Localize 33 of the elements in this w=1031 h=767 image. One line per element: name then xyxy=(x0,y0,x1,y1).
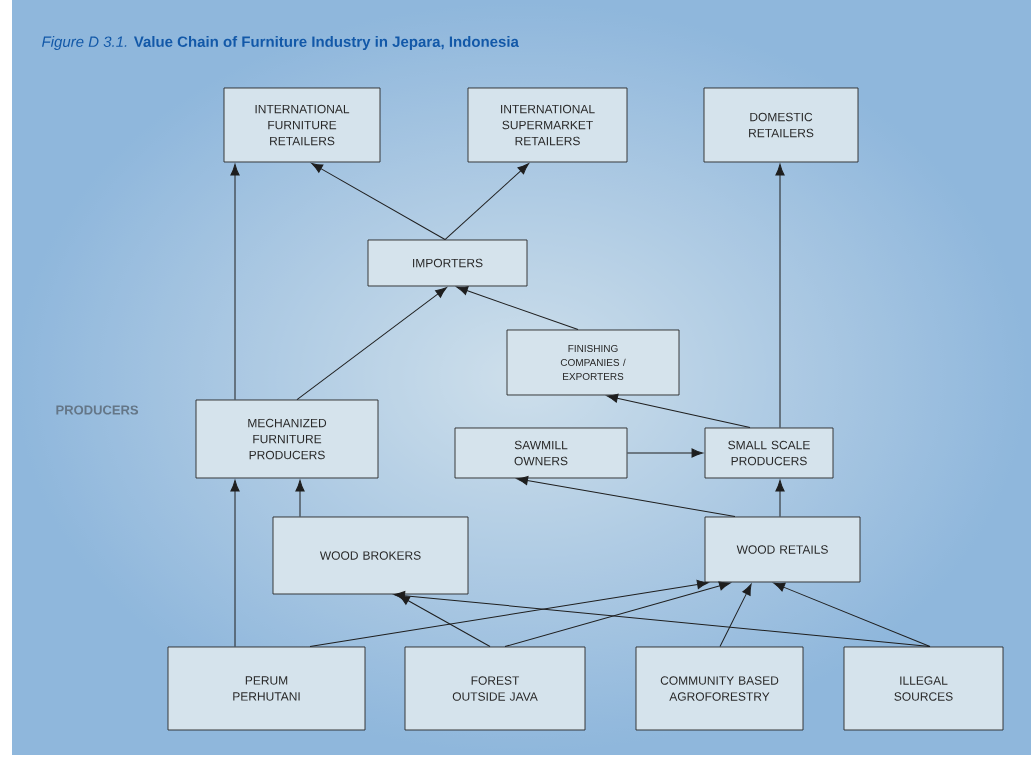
arrow xyxy=(775,479,785,518)
arrow xyxy=(444,163,529,241)
arrow xyxy=(393,591,931,648)
arrow xyxy=(311,162,446,241)
process-box: SAWMILL OWNERS xyxy=(454,427,628,479)
arrow xyxy=(504,581,731,648)
process-box: WOOD RETAILS xyxy=(704,516,861,583)
arrow xyxy=(230,479,240,648)
process-box: FINISHING COMPANIES / EXPORTERS xyxy=(506,329,680,396)
process-box: MECHANIZED FURNITURE PRODUCERS xyxy=(195,399,379,479)
arrow xyxy=(296,287,447,401)
arrow xyxy=(719,583,752,648)
arrow xyxy=(775,163,785,429)
process-box: DOMESTIC RETAILERS xyxy=(703,87,859,163)
arrow xyxy=(230,163,240,401)
process-box: FOREST OUTSIDE JAVA xyxy=(404,646,586,731)
arrow xyxy=(295,479,305,518)
arrow xyxy=(456,286,579,331)
arrow xyxy=(626,448,704,458)
row-label: PRODUCERS xyxy=(56,405,139,415)
process-box: SMALL SCALE PRODUCERS xyxy=(704,427,834,479)
process-box: IMPORTERS xyxy=(367,239,528,287)
arrow xyxy=(606,393,751,429)
process-box: INTERNATIONAL SUPERMARKET RETAILERS xyxy=(467,87,628,163)
process-box: PERUM PERHUTANI xyxy=(167,646,366,731)
process-box: INTERNATIONAL FURNITURE RETAILERS xyxy=(223,87,381,163)
process-box: ILLEGAL SOURCES xyxy=(843,646,1004,731)
arrow xyxy=(773,582,931,648)
process-box: COMMUNITY BASED AGROFORESTRY xyxy=(635,646,804,731)
process-box: WOOD BROKERS xyxy=(272,516,469,595)
figure-title: Figure D 3.1. Value Chain of Furniture Industry in Jepara, Indonesia xyxy=(42,36,519,50)
arrow xyxy=(516,476,736,518)
arrow xyxy=(309,579,709,648)
